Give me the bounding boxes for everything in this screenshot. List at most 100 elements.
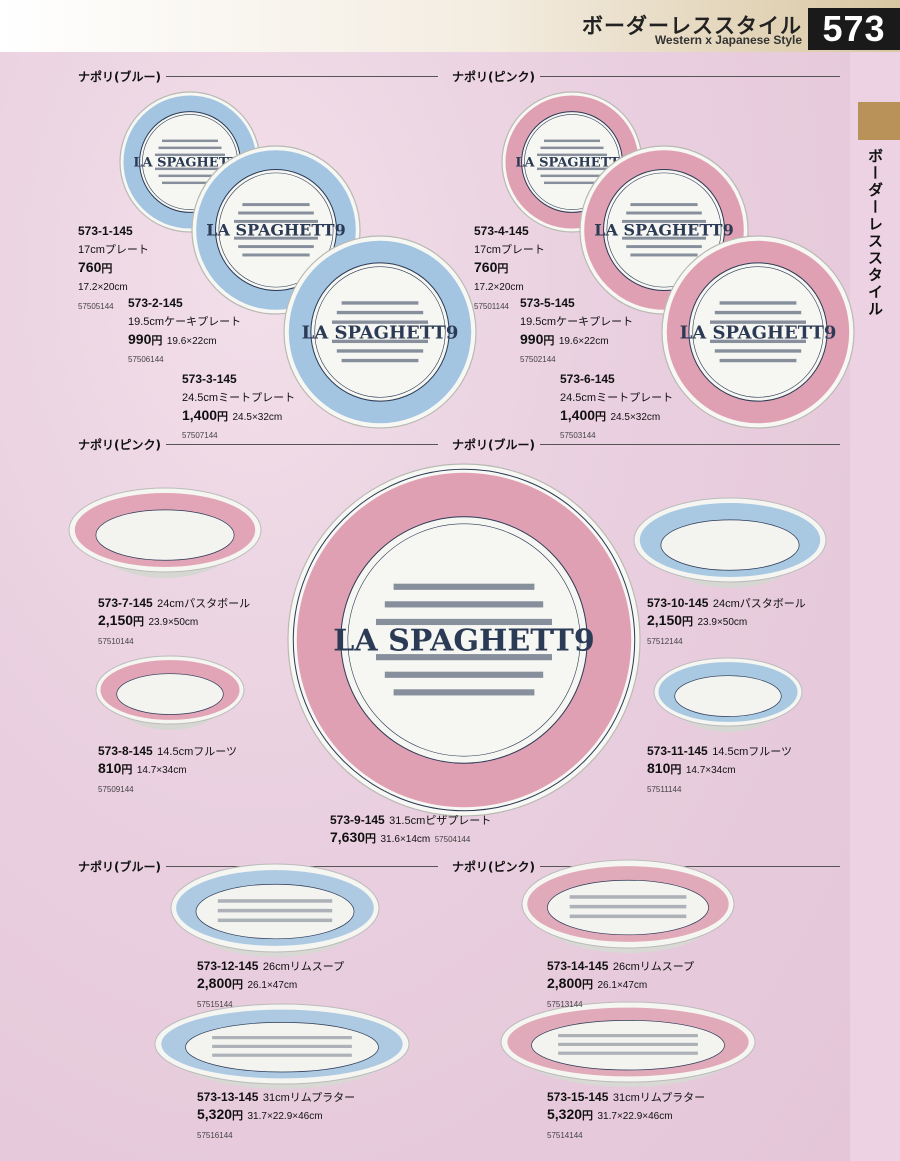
- product-jan: 57502144: [520, 355, 556, 365]
- section-label: ナポリ(ピンク): [78, 438, 161, 452]
- section-divider: [540, 76, 840, 77]
- plate-image: [68, 487, 262, 578]
- product-size: 24.5×32cm: [610, 411, 661, 423]
- text-stripe: [384, 671, 544, 678]
- plate-logo-text: LA SPAGHETT9: [133, 156, 246, 171]
- section-label: ナポリ(ブルー): [78, 860, 161, 874]
- text-stripe: [212, 1044, 352, 1048]
- text-stripe: [384, 601, 544, 608]
- section-divider: [540, 866, 840, 867]
- text-stripe: [155, 153, 225, 157]
- product-size: 26.1×47cm: [247, 980, 298, 992]
- plate-center: [340, 516, 588, 764]
- text-stripe: [217, 899, 333, 903]
- product-jan: 57513144: [547, 999, 583, 1009]
- text-stripe: [238, 211, 314, 215]
- plate-image: [154, 1003, 410, 1089]
- product-size: 23.9×50cm: [697, 617, 748, 629]
- product-price: 810: [647, 760, 671, 777]
- product-name: 17cmプレート: [78, 244, 149, 257]
- product-name: 31.5cmピザプレート: [389, 815, 492, 827]
- text-stripe: [238, 245, 314, 249]
- yen-mark: 円: [217, 410, 229, 423]
- product-code: 573-11-145: [647, 744, 708, 758]
- product-size: 24.5×32cm: [232, 411, 283, 423]
- plate-image: [170, 863, 380, 957]
- text-stripe: [540, 174, 604, 178]
- page-number: 573: [808, 8, 900, 50]
- text-stripe: [217, 918, 333, 923]
- text-stripe: [630, 253, 698, 257]
- product-code: 573-12-145: [197, 959, 259, 973]
- product-code: 573-8-145: [98, 744, 153, 758]
- text-stripe: [393, 583, 535, 590]
- product-size: 31.7×22.9×46cm: [247, 1111, 323, 1123]
- product-name: 31cmリムプラター: [262, 1092, 356, 1104]
- text-stripe: [626, 211, 702, 215]
- product-jan: 57507144: [182, 431, 218, 441]
- text-stripe: [234, 219, 318, 223]
- product-573-11: 573-11-145 14.5cmフルーツ 810円 14.7×34cm 575…: [647, 742, 792, 797]
- product-price: 760: [474, 258, 498, 275]
- product-price: 2,150: [98, 612, 134, 629]
- product-573-1: 573-1-145 17cmプレート 760円 17.2×20cm 575051…: [78, 222, 149, 314]
- page-header: ボーダーレススタイル Western x Japanese Style 573: [0, 0, 900, 52]
- text-stripe: [626, 245, 702, 249]
- product-573-14: 573-14-145 26cmリムスープ 2,800円 26.1×47cm 57…: [547, 957, 694, 1012]
- text-stripe: [242, 253, 310, 257]
- product-573-2: 573-2-145 19.5cmケーキプレート 990円 19.6×22cm 5…: [128, 294, 241, 368]
- product-name: 19.5cmケーキプレート: [128, 316, 242, 329]
- product-price: 760: [78, 258, 102, 275]
- product-573-10: 573-10-145 24cmパスタボール 2,150円 23.9×50cm 5…: [647, 594, 806, 649]
- product-price: 2,800: [197, 975, 233, 992]
- yen-mark: 円: [151, 334, 163, 347]
- product-size: 19.6×22cm: [166, 335, 217, 347]
- product-jan: 57512144: [647, 636, 683, 646]
- plate-image: [521, 859, 735, 953]
- product-code: 573-5-145: [520, 296, 575, 310]
- product-price: 1,400: [182, 406, 218, 423]
- text-stripe: [162, 181, 218, 185]
- side-index-tab: [858, 102, 900, 140]
- text-stripe: [158, 146, 222, 150]
- section-label: ナポリ(ピンク): [452, 70, 535, 84]
- text-stripe: [622, 219, 706, 223]
- text-stripe: [242, 203, 310, 207]
- product-573-7: 573-7-145 24cmパスタボール 2,150円 23.9×50cm 57…: [98, 594, 250, 649]
- product-size: 14.7×34cm: [685, 765, 736, 777]
- bowl-well: [674, 675, 782, 717]
- plate-logo-text: LA SPAGHETT9: [515, 156, 628, 171]
- product-code: 573-3-145: [182, 372, 237, 386]
- section-divider: [540, 444, 840, 445]
- yen-mark: 円: [232, 979, 244, 992]
- text-stripe: [336, 349, 424, 353]
- yen-mark: 円: [365, 833, 377, 846]
- plate-image: LA SPAGHETT9: [191, 145, 361, 315]
- product-jan: 57503144: [560, 431, 596, 441]
- product-name: 14.5cmフルーツ: [157, 746, 238, 758]
- product-size: 26.1×47cm: [597, 980, 648, 992]
- product-name: 24cmパスタボール: [712, 598, 806, 610]
- plate-image: LA SPAGHETT9: [283, 235, 477, 429]
- product-name: 19.5cmケーキプレート: [520, 316, 634, 329]
- plate-logo-text: LA SPAGHETT9: [206, 221, 345, 240]
- product-name: 26cmリムスープ: [612, 961, 695, 973]
- product-price: 2,150: [647, 612, 683, 629]
- product-price: 810: [98, 760, 122, 777]
- product-jan: 57515144: [197, 999, 233, 1009]
- product-size: 17.2×20cm: [78, 282, 128, 294]
- product-code: 573-9-145: [330, 813, 385, 827]
- bowl-well: [660, 519, 800, 571]
- text-stripe: [710, 339, 806, 344]
- text-stripe: [544, 181, 600, 185]
- section-label: ナポリ(ピンク): [452, 860, 535, 874]
- plate-inner-ring: [218, 172, 334, 288]
- header-title: ボーダーレススタイル: [582, 14, 802, 38]
- text-stripe: [630, 203, 698, 207]
- plate-logo-text: LA SPAGHETT9: [333, 624, 594, 659]
- plate-center: [688, 262, 828, 402]
- text-stripe: [537, 167, 607, 171]
- text-stripe: [341, 301, 419, 305]
- text-stripe: [332, 339, 428, 344]
- product-code: 573-13-145: [197, 1090, 259, 1104]
